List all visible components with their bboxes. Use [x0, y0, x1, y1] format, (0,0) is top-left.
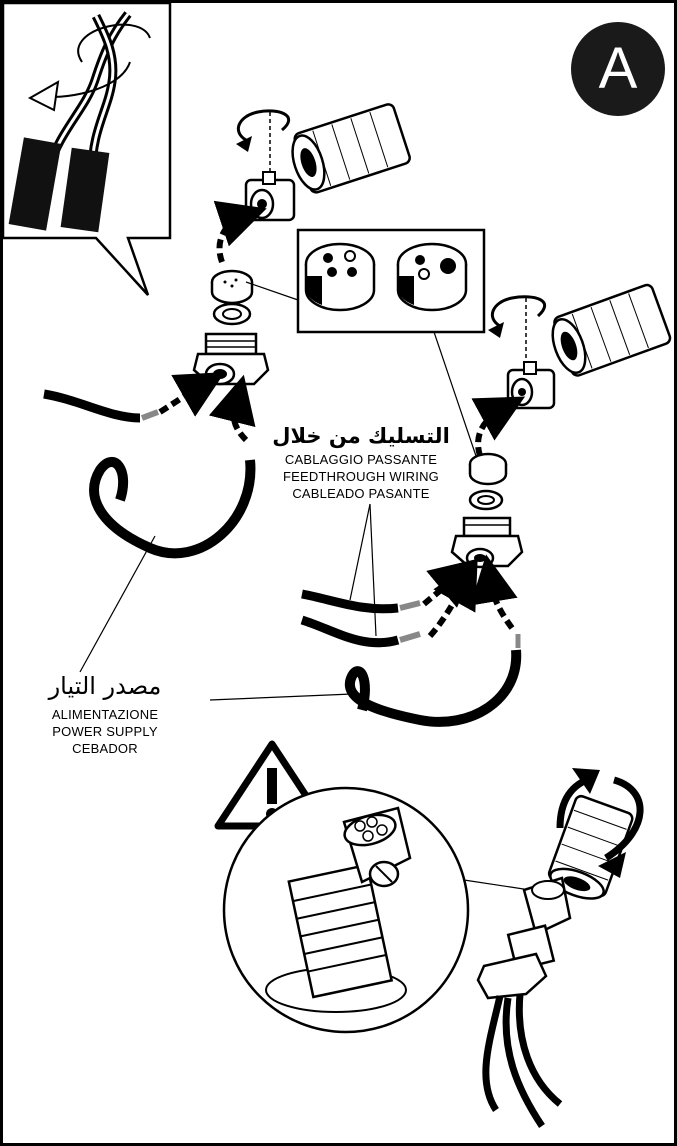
- rotate-arrow-icon: [556, 768, 644, 878]
- feedthrough-label-arabic: التسليك من خلال: [272, 424, 450, 448]
- power-label-italian: ALIMENTAZIONE: [51, 707, 159, 722]
- step-badge: A: [571, 22, 665, 116]
- power-label-spanish: CEBADOR: [72, 741, 138, 756]
- power-label-arabic: مصدر التيار: [48, 672, 162, 700]
- feedthrough-label-english: FEEDTHROUGH WIRING: [283, 469, 439, 484]
- seal-detail-inset: [296, 228, 486, 457]
- power-label-english: POWER SUPPLY: [52, 724, 158, 739]
- power-supply-label: مصدر التيار ALIMENTAZIONE POWER SUPPLY C…: [10, 672, 200, 757]
- right-connector-assembly: [209, 283, 672, 727]
- feedthrough-wiring-label: التسليك من خلال CABLAGGIO PASSANTE FEEDT…: [236, 424, 486, 502]
- left-connector-assembly: [43, 103, 411, 673]
- feedthrough-label-italian: CABLAGGIO PASSANTE: [284, 452, 438, 467]
- twisted-wire-inset: [1, 1, 172, 296]
- feedthrough-label-spanish: CABLEADO PASANTE: [292, 486, 430, 501]
- final-assembly: [476, 768, 644, 1128]
- magnified-connector-detail: [222, 786, 531, 1034]
